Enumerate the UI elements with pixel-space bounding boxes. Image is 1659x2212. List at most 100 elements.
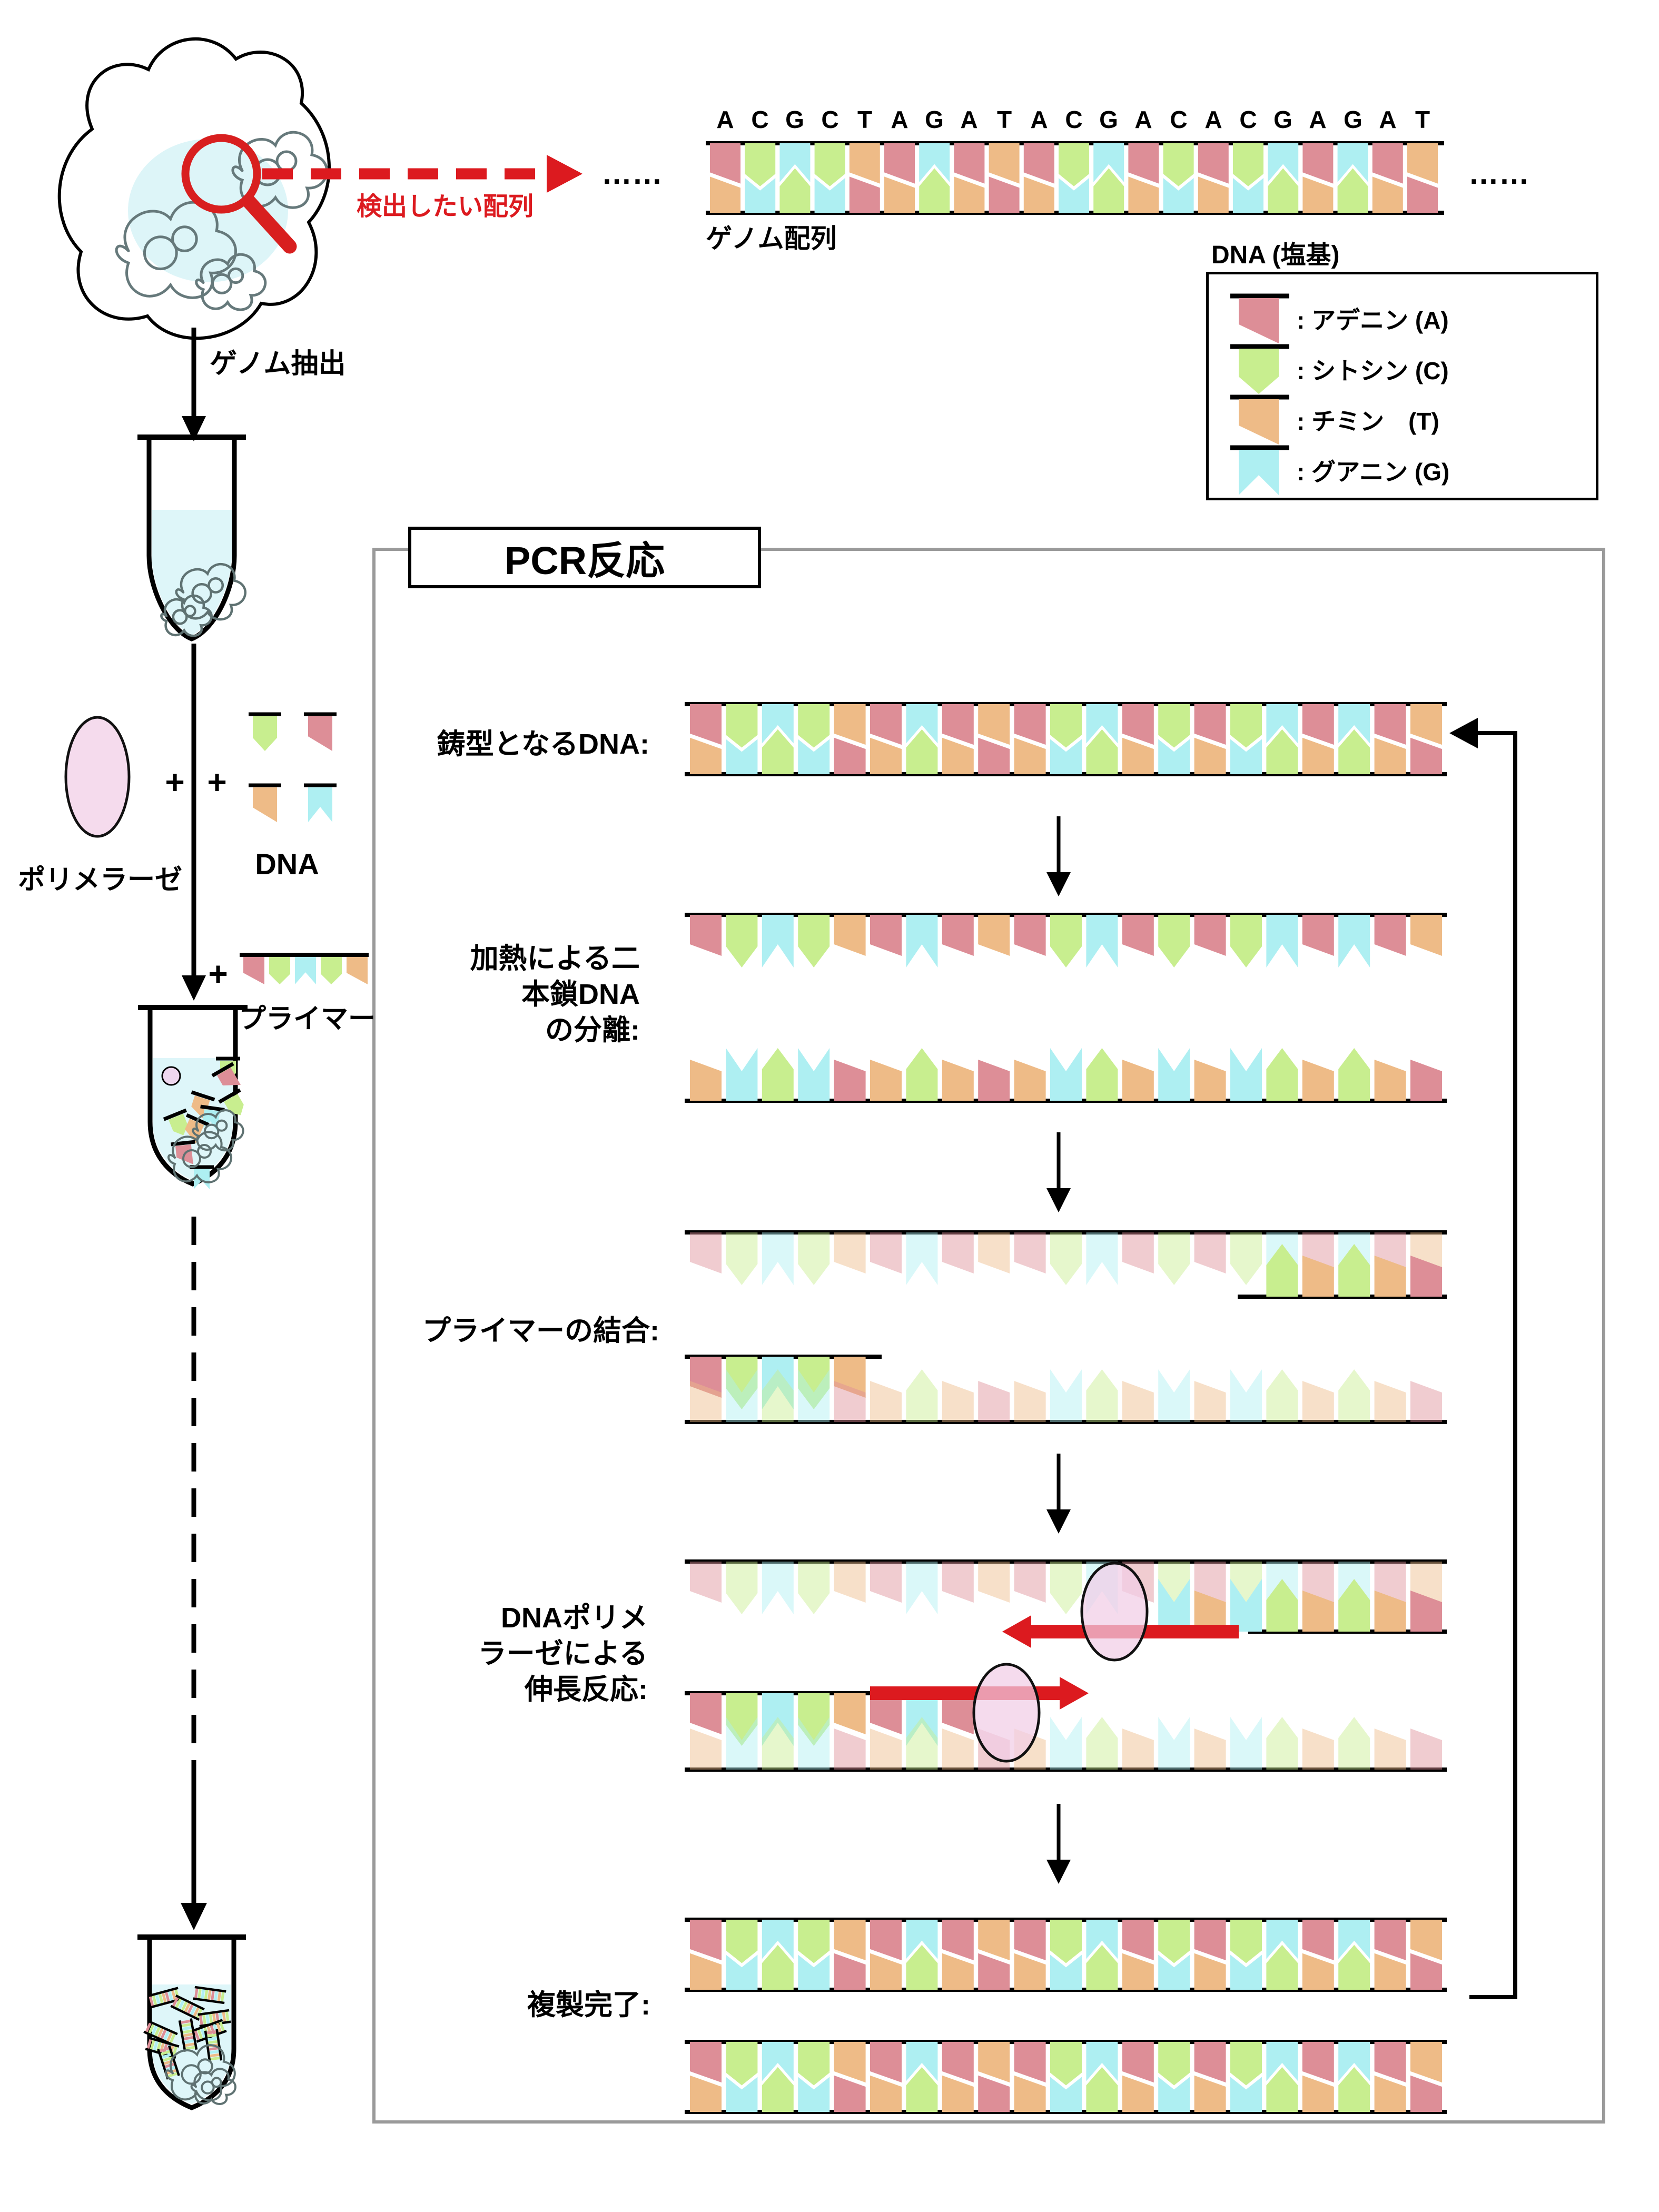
legend-title: DNA (塩基): [1211, 241, 1340, 269]
sequence-letter: C: [821, 106, 839, 133]
base-flag-A: [243, 957, 264, 984]
base-flag-G: [295, 957, 316, 984]
sequence-letter: C: [751, 106, 769, 133]
sequence-letter: T: [1415, 106, 1430, 133]
dots-right: ……: [1468, 156, 1529, 191]
step-extend-label: DNAポリメ ラーゼによる 伸長反応:: [478, 1602, 648, 1705]
template-dna-strand: [685, 702, 1447, 776]
legend-item-adenine: : アデニン (A): [1297, 307, 1449, 334]
base-flag-C: [321, 957, 342, 984]
polymerase-enzyme: [161, 1066, 181, 1086]
step-arrow-2: [1046, 1132, 1071, 1212]
dna-coil: [190, 2068, 236, 2105]
dna-coil: [167, 1131, 232, 1183]
cycle-loop-arrow: [1449, 718, 1517, 1999]
dna-coil: [195, 253, 267, 311]
step-arrow-1: [1046, 816, 1071, 896]
sequence-letter: T: [857, 106, 873, 133]
dna-label: DNA: [255, 847, 319, 881]
magnifier-icon: [181, 134, 297, 254]
extending-reverse-strand: [1158, 1579, 1447, 1634]
genome-strand: [706, 141, 1444, 215]
sequence-letter: A: [1030, 106, 1048, 133]
dots-left: ……: [601, 156, 663, 191]
dna-duplex-fragment: [193, 1986, 226, 2004]
reverse-primer: [1238, 1244, 1447, 1299]
forward-primer: [685, 1355, 882, 1409]
tube-liquid: [152, 510, 232, 635]
legend-item-cytosine: : シトシン (C): [1297, 357, 1449, 384]
extend-bottom-template: [685, 1717, 1447, 1772]
step-anneal-label: プライマーの結合:: [422, 1315, 659, 1347]
sequence-letter: C: [1239, 106, 1257, 133]
step-arrow-3: [1046, 1454, 1071, 1534]
cycle-arrow-dashed: [181, 1217, 207, 1930]
legend-box: [1206, 272, 1598, 500]
pcr-reaction-box: [372, 548, 1605, 2124]
step-denature-label: 加熱による二 本鎖DNA の分離:: [470, 943, 640, 1046]
base-flag-C: [1239, 349, 1279, 394]
sequence-letter: A: [716, 106, 734, 133]
sequence-letter: G: [925, 106, 944, 133]
dna-duplex-fragment: [170, 1994, 205, 2021]
sequence-letter: A: [1379, 106, 1397, 133]
sequence-letter: C: [1170, 106, 1188, 133]
sequence-letter: A: [960, 106, 978, 133]
extending-forward-strand: [685, 1691, 974, 1746]
primer-label: プライマー: [238, 1004, 376, 1034]
base-flag-A: [1239, 298, 1279, 343]
dna-bases-unit: [249, 712, 337, 822]
pcr-title-box: PCR反応: [408, 527, 761, 588]
sequence-letter: G: [1344, 106, 1362, 133]
base-flag-T: [249, 783, 281, 822]
detect-arrow: [262, 155, 582, 193]
sequence-letter: G: [1099, 106, 1118, 133]
polymerase-enzyme: [972, 1663, 1041, 1763]
anneal-bottom-template: [685, 1369, 1447, 1424]
polymerase-label: ポリメラーゼ: [17, 865, 182, 895]
extract-label: ゲノム抽出: [210, 349, 346, 379]
plus-sign-2: +: [207, 763, 227, 801]
denatured-top-strand: [685, 913, 1447, 967]
base-flag-G: [304, 783, 337, 822]
polymerase-enzyme: [64, 716, 131, 838]
base-flag-C: [269, 957, 290, 984]
polymerase-enzyme: [1080, 1562, 1149, 1662]
sequence-letter: G: [785, 106, 804, 133]
plus-sign-1: +: [165, 763, 185, 801]
tube-mix-contents: [161, 1056, 244, 1189]
base-flag-T: [1239, 399, 1279, 445]
detect-sequence-label: 検出したい配列: [356, 193, 534, 221]
base-flag-A: [304, 712, 337, 751]
base-flag-C: [163, 1108, 188, 1135]
pcr-title: PCR反応: [504, 539, 665, 582]
base-flag-G: [1239, 450, 1279, 495]
legend-flags: [1230, 293, 1289, 495]
dna-coil: [115, 201, 237, 299]
dna-coil: [192, 1109, 244, 1152]
sequence-letter: T: [996, 106, 1012, 133]
step-complete-label: 複製完了:: [527, 1989, 650, 2021]
tube-product-contents: [143, 1986, 236, 2105]
denatured-bottom-strand: [685, 1048, 1447, 1103]
extract-arrow: [182, 328, 206, 441]
base-flag-A: [211, 1062, 241, 1086]
genome-sequence-label: ゲノム配列: [706, 224, 837, 253]
primer-unit: [240, 953, 369, 984]
sequence-letter: C: [1065, 106, 1083, 133]
sequence-letter: A: [1204, 106, 1222, 133]
step-template-label: 鋳型となるDNA:: [437, 728, 649, 760]
cell: [57, 37, 331, 340]
tube-genome: [137, 434, 246, 641]
dna-coil: [160, 594, 213, 637]
dna-duplex-fragment: [178, 2018, 198, 2052]
sequence-letter: A: [1309, 106, 1327, 133]
base-flag-C: [249, 712, 281, 751]
completed-duplex-2: [685, 2040, 1447, 2114]
step-arrow-4: [1046, 1804, 1071, 1884]
sequence-letter: A: [891, 106, 908, 133]
sequence-letter: A: [1134, 106, 1152, 133]
plus-sign-3: +: [208, 955, 228, 993]
